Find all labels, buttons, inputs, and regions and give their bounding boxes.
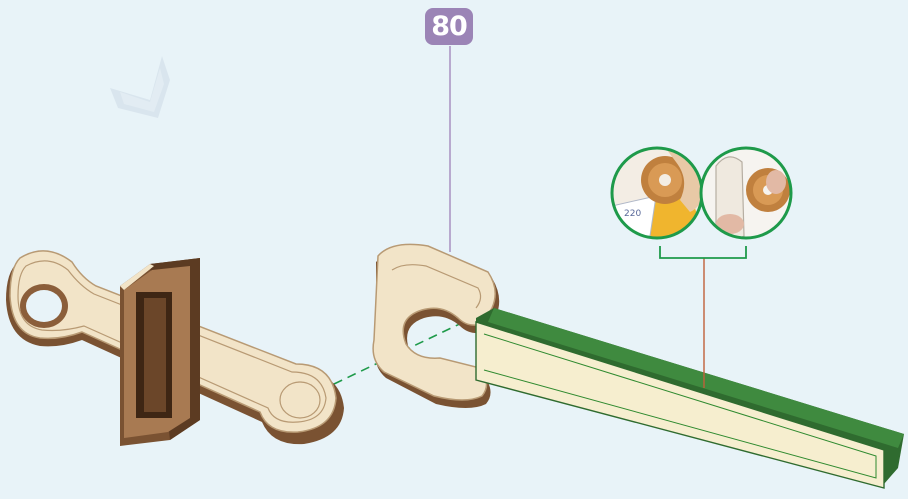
part-number-text: 80	[431, 13, 467, 40]
direction-chevron-icon	[110, 56, 170, 118]
part-number-badge: 80	[425, 8, 473, 45]
press-gear-icon	[690, 140, 810, 260]
instruction-bracket	[660, 246, 746, 258]
slot-frame-part	[120, 258, 200, 446]
sticker-number: 220	[624, 209, 641, 219]
green-stick-part	[476, 308, 904, 488]
